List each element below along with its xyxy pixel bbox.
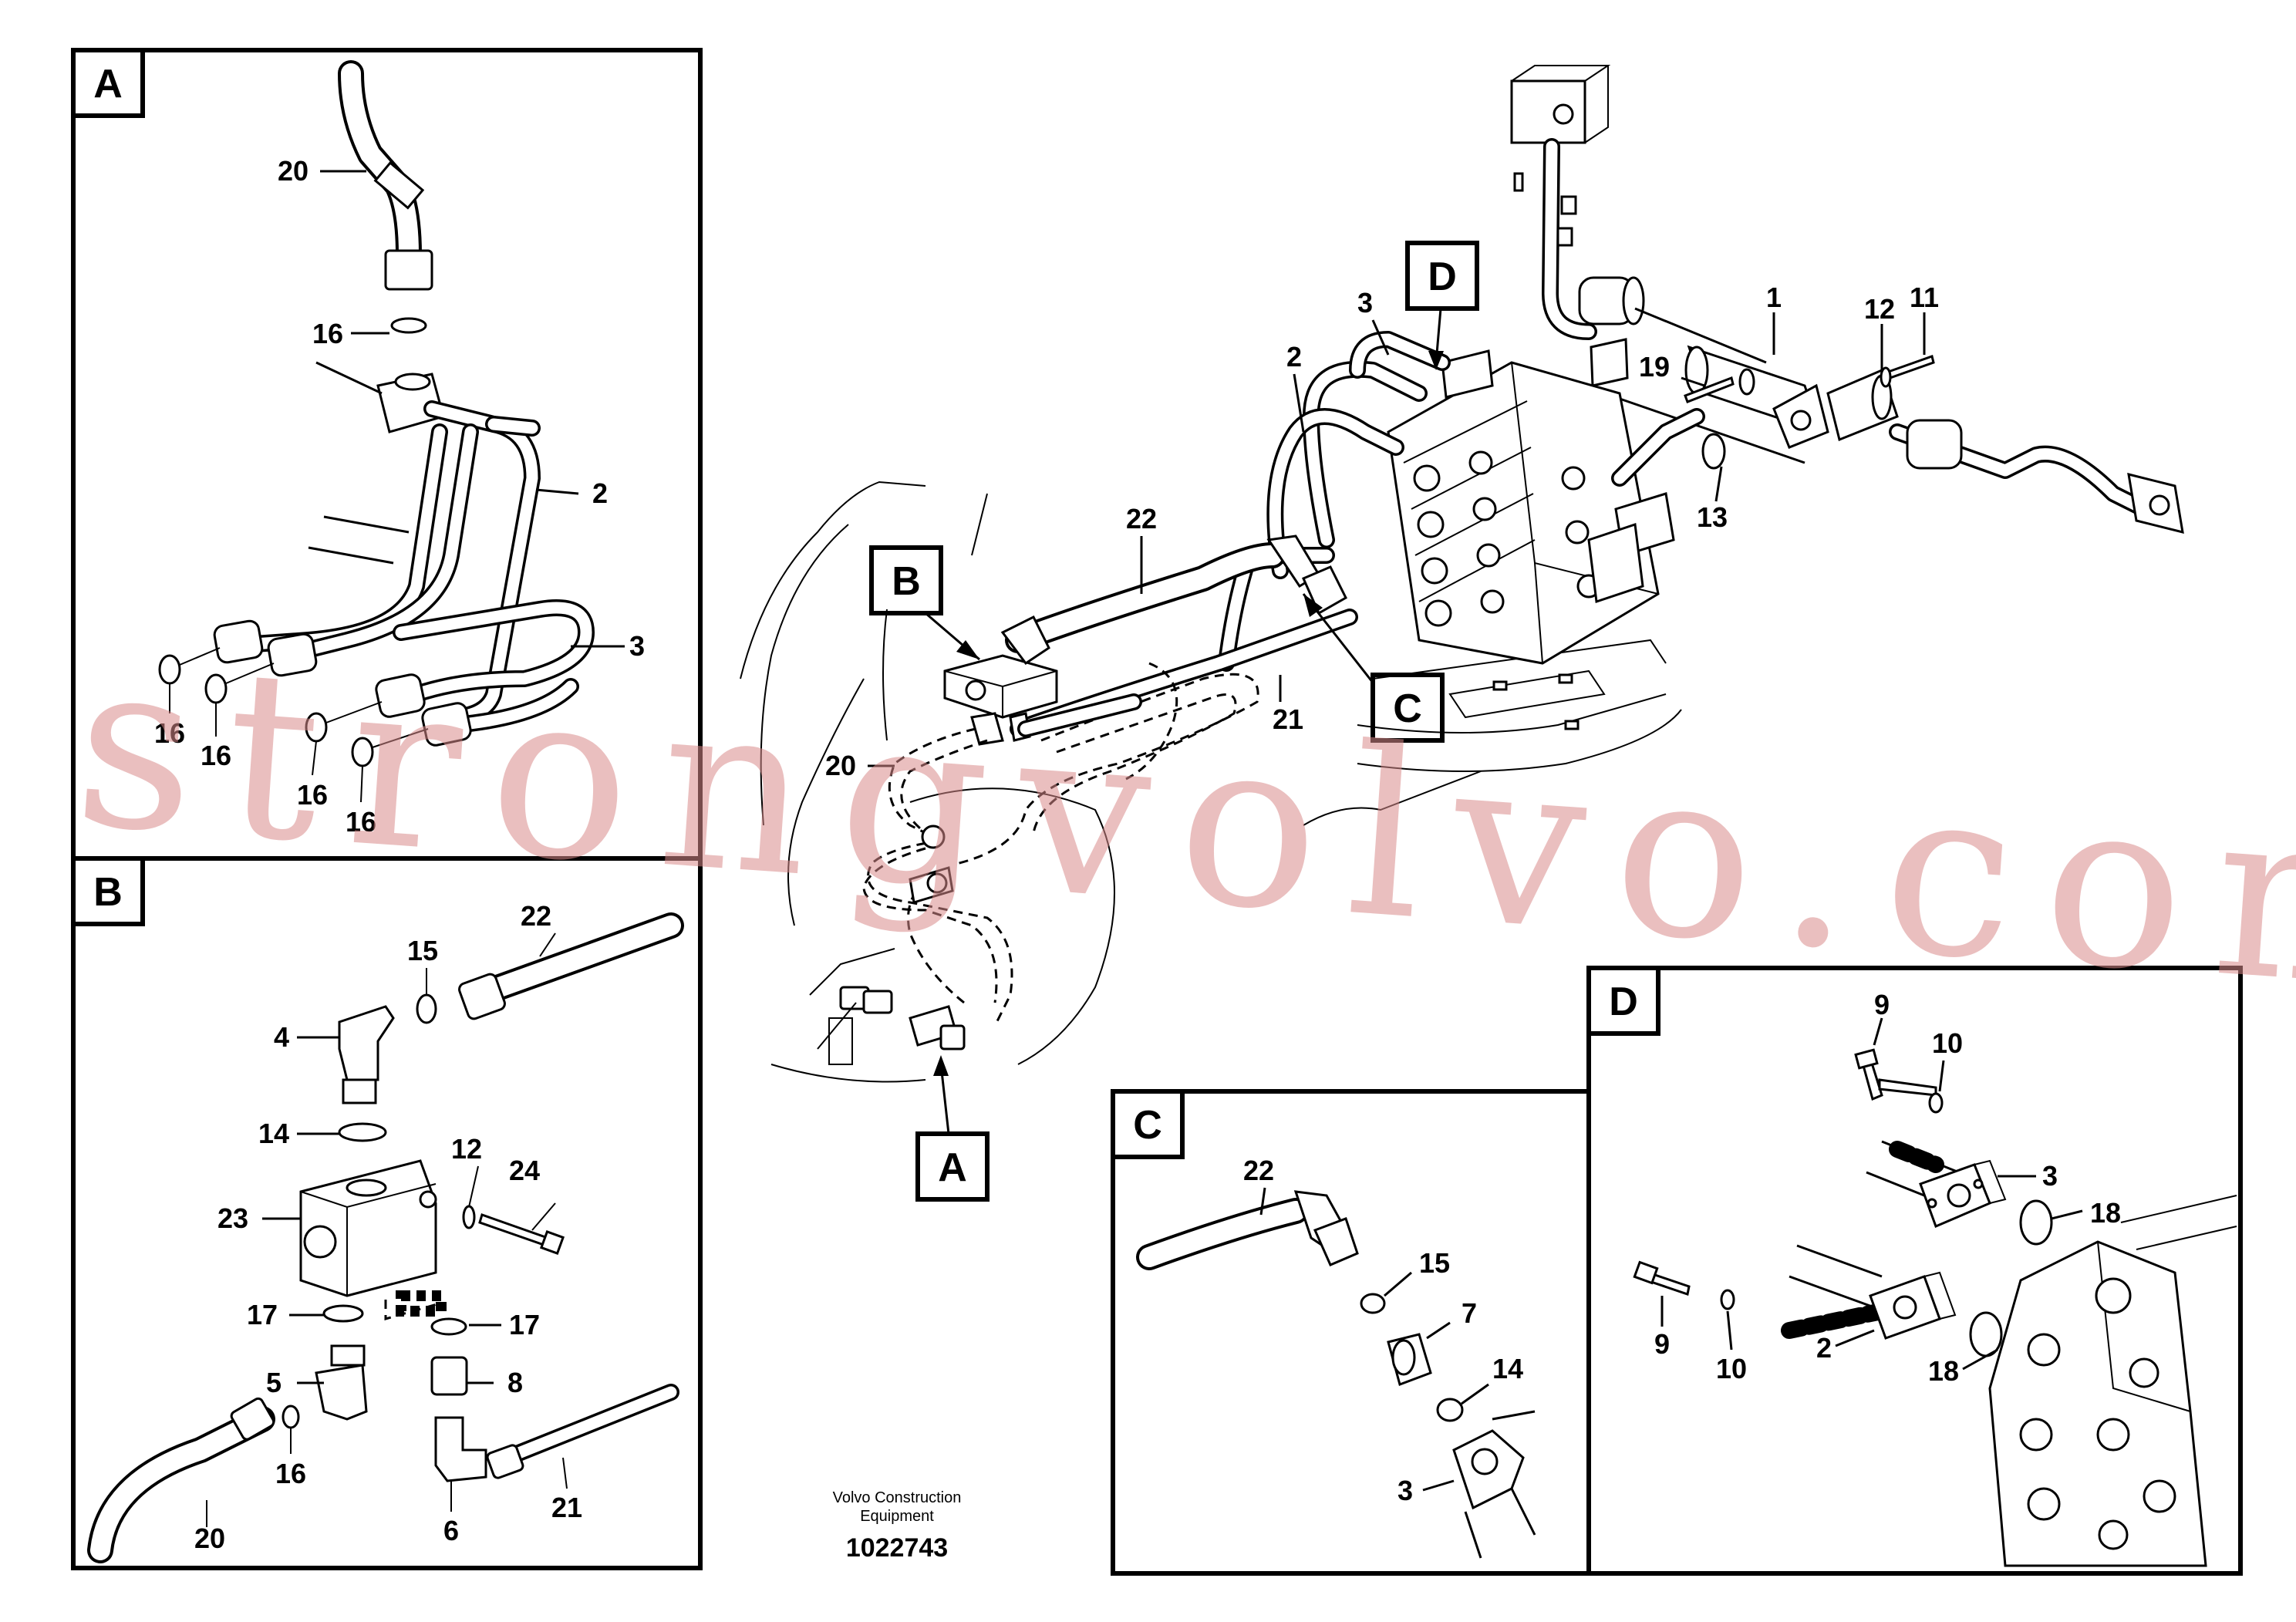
main-label-1: 1 bbox=[1766, 282, 1782, 313]
detail-d-label-9-top: 9 bbox=[1874, 989, 1890, 1020]
detail-d-label-18-top: 18 bbox=[2090, 1197, 2121, 1229]
detail-d-tag: D bbox=[1609, 980, 1638, 1024]
detail-d-label-9-bottom: 9 bbox=[1654, 1328, 1670, 1360]
detail-b-tag-box bbox=[71, 856, 145, 926]
main-assembly-view: B C D A 22 2 3 1 12 11 13 19 21 2 bbox=[740, 65, 2184, 1563]
detail-a-label-16-top: 16 bbox=[312, 318, 343, 349]
detail-d-label-3: 3 bbox=[2042, 1160, 2058, 1192]
main-label-19: 19 bbox=[1639, 351, 1670, 383]
footer-brand-line2: Equipment bbox=[860, 1508, 934, 1525]
detail-c-tag: C bbox=[1133, 1103, 1162, 1148]
detail-b-label-17-left: 17 bbox=[247, 1299, 278, 1330]
detail-a-label-20: 20 bbox=[278, 155, 308, 187]
callout-c: C bbox=[1393, 686, 1422, 731]
detail-a-tag-box bbox=[71, 48, 145, 118]
detail-b-label-5: 5 bbox=[266, 1367, 282, 1398]
detail-c-panel: C 22 15 7 14 3 bbox=[1111, 1089, 1591, 1576]
detail-a-tag: A bbox=[93, 62, 123, 106]
main-label-3: 3 bbox=[1357, 287, 1373, 319]
callout-b: B bbox=[892, 559, 921, 604]
detail-c-tag-box bbox=[1111, 1089, 1185, 1159]
main-label-12: 12 bbox=[1864, 293, 1895, 325]
callout-d-box bbox=[1405, 241, 1479, 311]
callout-c-box bbox=[1371, 673, 1445, 743]
callout-d: D bbox=[1428, 255, 1457, 299]
main-label-2: 2 bbox=[1286, 341, 1302, 373]
detail-b-panel: B bbox=[71, 856, 703, 1570]
detail-a-label-16-a: 16 bbox=[154, 717, 185, 749]
detail-b-label-6: 6 bbox=[443, 1515, 459, 1546]
detail-d-panel: D bbox=[1586, 966, 2243, 1576]
detail-b-label-22: 22 bbox=[521, 900, 551, 932]
detail-a-label-3: 3 bbox=[629, 630, 645, 662]
callout-b-box bbox=[869, 545, 943, 615]
callout-a-box bbox=[915, 1131, 990, 1202]
detail-b-label-12: 12 bbox=[451, 1133, 482, 1165]
detail-a-panel: A bbox=[71, 48, 703, 861]
detail-d-label-10-bottom: 10 bbox=[1716, 1353, 1747, 1384]
detail-b-label-16: 16 bbox=[275, 1458, 306, 1489]
detail-c-label-3: 3 bbox=[1397, 1475, 1413, 1506]
detail-c-label-14: 14 bbox=[1492, 1353, 1523, 1384]
detail-d-label-10-top: 10 bbox=[1932, 1027, 1963, 1059]
detail-c-label-7: 7 bbox=[1462, 1297, 1477, 1329]
main-label-13: 13 bbox=[1697, 501, 1728, 533]
main-label-21: 21 bbox=[1273, 703, 1303, 735]
detail-b-label-8: 8 bbox=[507, 1367, 523, 1398]
detail-d-label-2: 2 bbox=[1816, 1332, 1832, 1364]
control-valve-block bbox=[1387, 349, 1675, 665]
drawing-number: 1022743 bbox=[846, 1533, 948, 1563]
main-label-22: 22 bbox=[1126, 503, 1157, 534]
callout-a: A bbox=[938, 1145, 967, 1190]
detail-c-label-22: 22 bbox=[1243, 1155, 1274, 1186]
detail-a-label-16-b: 16 bbox=[201, 740, 231, 771]
detail-c-label-15: 15 bbox=[1419, 1247, 1450, 1279]
detail-a-label-16-d: 16 bbox=[346, 806, 376, 838]
detail-d-tag-box bbox=[1586, 966, 1660, 1036]
detail-b-label-4: 4 bbox=[274, 1021, 289, 1053]
detail-b-label-17-right: 17 bbox=[509, 1309, 540, 1340]
detail-b-label-20: 20 bbox=[194, 1523, 225, 1554]
main-label-11: 11 bbox=[1910, 282, 1939, 313]
footer-brand-line1: Volvo Construction bbox=[833, 1489, 962, 1506]
detail-b-label-21: 21 bbox=[551, 1492, 582, 1523]
detail-b-label-15: 15 bbox=[407, 935, 438, 966]
detail-a-label-2: 2 bbox=[592, 477, 608, 509]
detail-d-label-18-bottom: 18 bbox=[1928, 1355, 1959, 1387]
detail-b-label-24: 24 bbox=[509, 1155, 540, 1186]
main-label-20: 20 bbox=[825, 750, 856, 781]
detail-b-label-23: 23 bbox=[217, 1202, 248, 1234]
detail-b-label-14: 14 bbox=[258, 1118, 289, 1149]
detail-b-tag: B bbox=[93, 870, 123, 915]
detail-a-label-16-c: 16 bbox=[297, 779, 328, 811]
